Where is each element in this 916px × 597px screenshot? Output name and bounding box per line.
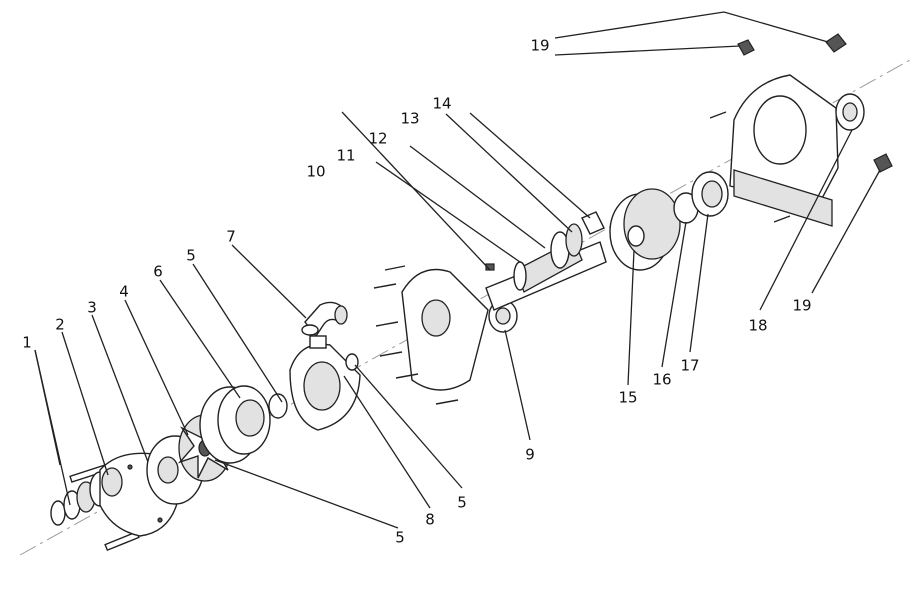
callout-1: 1 — [22, 334, 32, 352]
callout-14: 14 — [432, 95, 451, 113]
callout-4: 4 — [119, 283, 129, 301]
part-16-17-bearings — [673, 171, 729, 224]
callout-10: 10 — [306, 163, 325, 181]
callout-13: 13 — [400, 110, 419, 128]
part-19-plugs — [737, 33, 893, 173]
callout-5-impeller-side: 5 — [186, 247, 196, 265]
callout-5-seal-lower: 5 — [395, 529, 405, 547]
callout-17: 17 — [680, 357, 699, 375]
callout-3: 3 — [87, 299, 97, 317]
callout-16: 16 — [652, 371, 671, 389]
callout-19-top: 19 — [530, 37, 549, 55]
callout-6: 6 — [153, 263, 163, 281]
callout-18: 18 — [748, 317, 767, 335]
callout-labels: 1 2 3 4 5 6 7 8 5 5 9 10 11 12 13 14 15 … — [22, 37, 811, 547]
callout-9: 9 — [525, 446, 535, 464]
part-15-drive-gear — [609, 188, 681, 271]
part-6-seal-ring — [199, 385, 288, 464]
callout-7: 7 — [226, 228, 236, 246]
callout-19-bottom: 19 — [792, 297, 811, 315]
part-18-gear-housing — [709, 74, 865, 227]
part-11-14-shaft-assembly — [485, 211, 607, 311]
callout-8: 8 — [425, 511, 435, 529]
leader-lines — [34, 11, 881, 529]
callout-5-housing-ring: 5 — [457, 494, 467, 512]
callout-11: 11 — [336, 147, 355, 165]
callout-15: 15 — [618, 389, 637, 407]
part-7-elbow-fitting — [301, 301, 348, 338]
callout-12: 12 — [368, 130, 387, 148]
callout-2: 2 — [55, 316, 65, 334]
part-8-pump-housing — [289, 335, 361, 431]
